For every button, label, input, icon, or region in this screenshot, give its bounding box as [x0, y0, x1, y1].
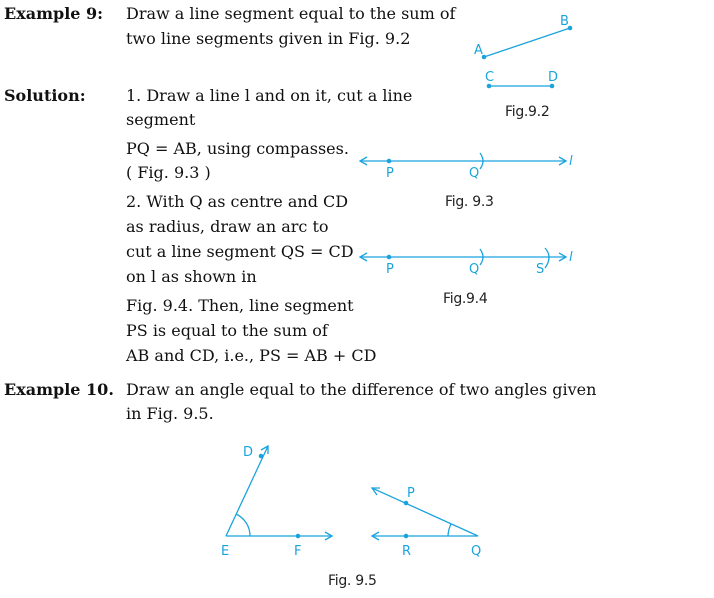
fig-9-2-caption: Fig.9.2 [505, 104, 550, 120]
label-p: P [407, 486, 415, 501]
example9-text-line2: two line segments given in Fig. 9.2 [126, 29, 411, 48]
fig-9-2-diagram: A B C D [474, 14, 573, 89]
angle-arc [447, 523, 452, 537]
label-s: S [536, 262, 544, 277]
label-a: A [474, 43, 483, 58]
solution-line: 1. Draw a line l and on it, cut a line [126, 86, 413, 105]
solution-line: cut a line segment QS = CD [126, 242, 354, 261]
solution-line: Fig. 9.4. Then, line segment [126, 296, 354, 315]
label-l: l [569, 154, 573, 169]
fig-9-4-diagram: P Q S l [358, 247, 573, 277]
point-p [386, 254, 392, 260]
compass-arc [479, 248, 484, 266]
fig-9-3-caption: Fig. 9.3 [445, 194, 494, 210]
solution-line: AB and CD, i.e., PS = AB + CD [126, 346, 377, 365]
ray-ed [225, 445, 269, 537]
fig-9-5-angle-def: D E F [221, 444, 334, 559]
solution-line: ( Fig. 9.3 ) [126, 163, 211, 182]
arrow-right-icon [558, 252, 568, 262]
point-r [403, 533, 409, 539]
label-p: P [386, 262, 394, 277]
arrow-up-icon [260, 444, 269, 454]
solution-line: on l as shown in [126, 267, 257, 286]
example10-text-line1: Draw an angle equal to the difference of… [126, 380, 597, 399]
point-a [481, 54, 487, 60]
point-d [549, 83, 555, 89]
fig-9-3-diagram: P Q l [358, 152, 573, 181]
label-b: B [560, 14, 569, 29]
point-p [386, 158, 392, 164]
label-d: D [243, 445, 253, 460]
point-d [258, 453, 264, 459]
example10-text-line2: in Fig. 9.5. [126, 404, 214, 423]
arrow-up-left-icon [370, 487, 380, 496]
angle-arc [235, 513, 251, 537]
label-e: E [221, 544, 229, 559]
label-l: l [569, 250, 573, 265]
arrow-left-icon [358, 156, 368, 166]
label-q: Q [471, 544, 481, 559]
point-f [295, 533, 301, 539]
solution-line: PQ = AB, using compasses. [126, 139, 349, 158]
solution-line: segment [126, 110, 196, 129]
solution-line: as radius, draw an arc to [126, 217, 329, 236]
segment-ab [483, 27, 571, 58]
point-b [567, 25, 573, 31]
ray-qp [371, 487, 479, 537]
label-q: Q [469, 166, 479, 181]
arrow-left-icon [370, 531, 380, 541]
point-c [486, 83, 492, 89]
label-d: D [548, 70, 558, 85]
label-f: F [294, 544, 301, 559]
label-r: R [402, 544, 411, 559]
solution-line: 2. With Q as centre and CD [126, 192, 349, 211]
arrow-right-icon [324, 531, 334, 541]
arrow-right-icon [558, 156, 568, 166]
label-q: Q [469, 262, 479, 277]
label-p: P [386, 166, 394, 181]
arrow-left-icon [358, 252, 368, 262]
example9-label: Example 9: [4, 4, 104, 23]
label-c: C [485, 70, 494, 85]
compass-arc [544, 247, 550, 269]
solution-line: PS is equal to the sum of [126, 321, 328, 340]
example10-label: Example 10. [4, 380, 114, 399]
example9-text-line1: Draw a line segment equal to the sum of [126, 4, 456, 23]
compass-arc [479, 152, 484, 170]
fig-9-5-caption: Fig. 9.5 [328, 573, 377, 589]
fig-9-5-angle-pqr: P R Q [370, 486, 481, 559]
point-p [403, 500, 409, 506]
fig-9-4-caption: Fig.9.4 [443, 291, 488, 307]
solution-label: Solution: [4, 86, 86, 105]
